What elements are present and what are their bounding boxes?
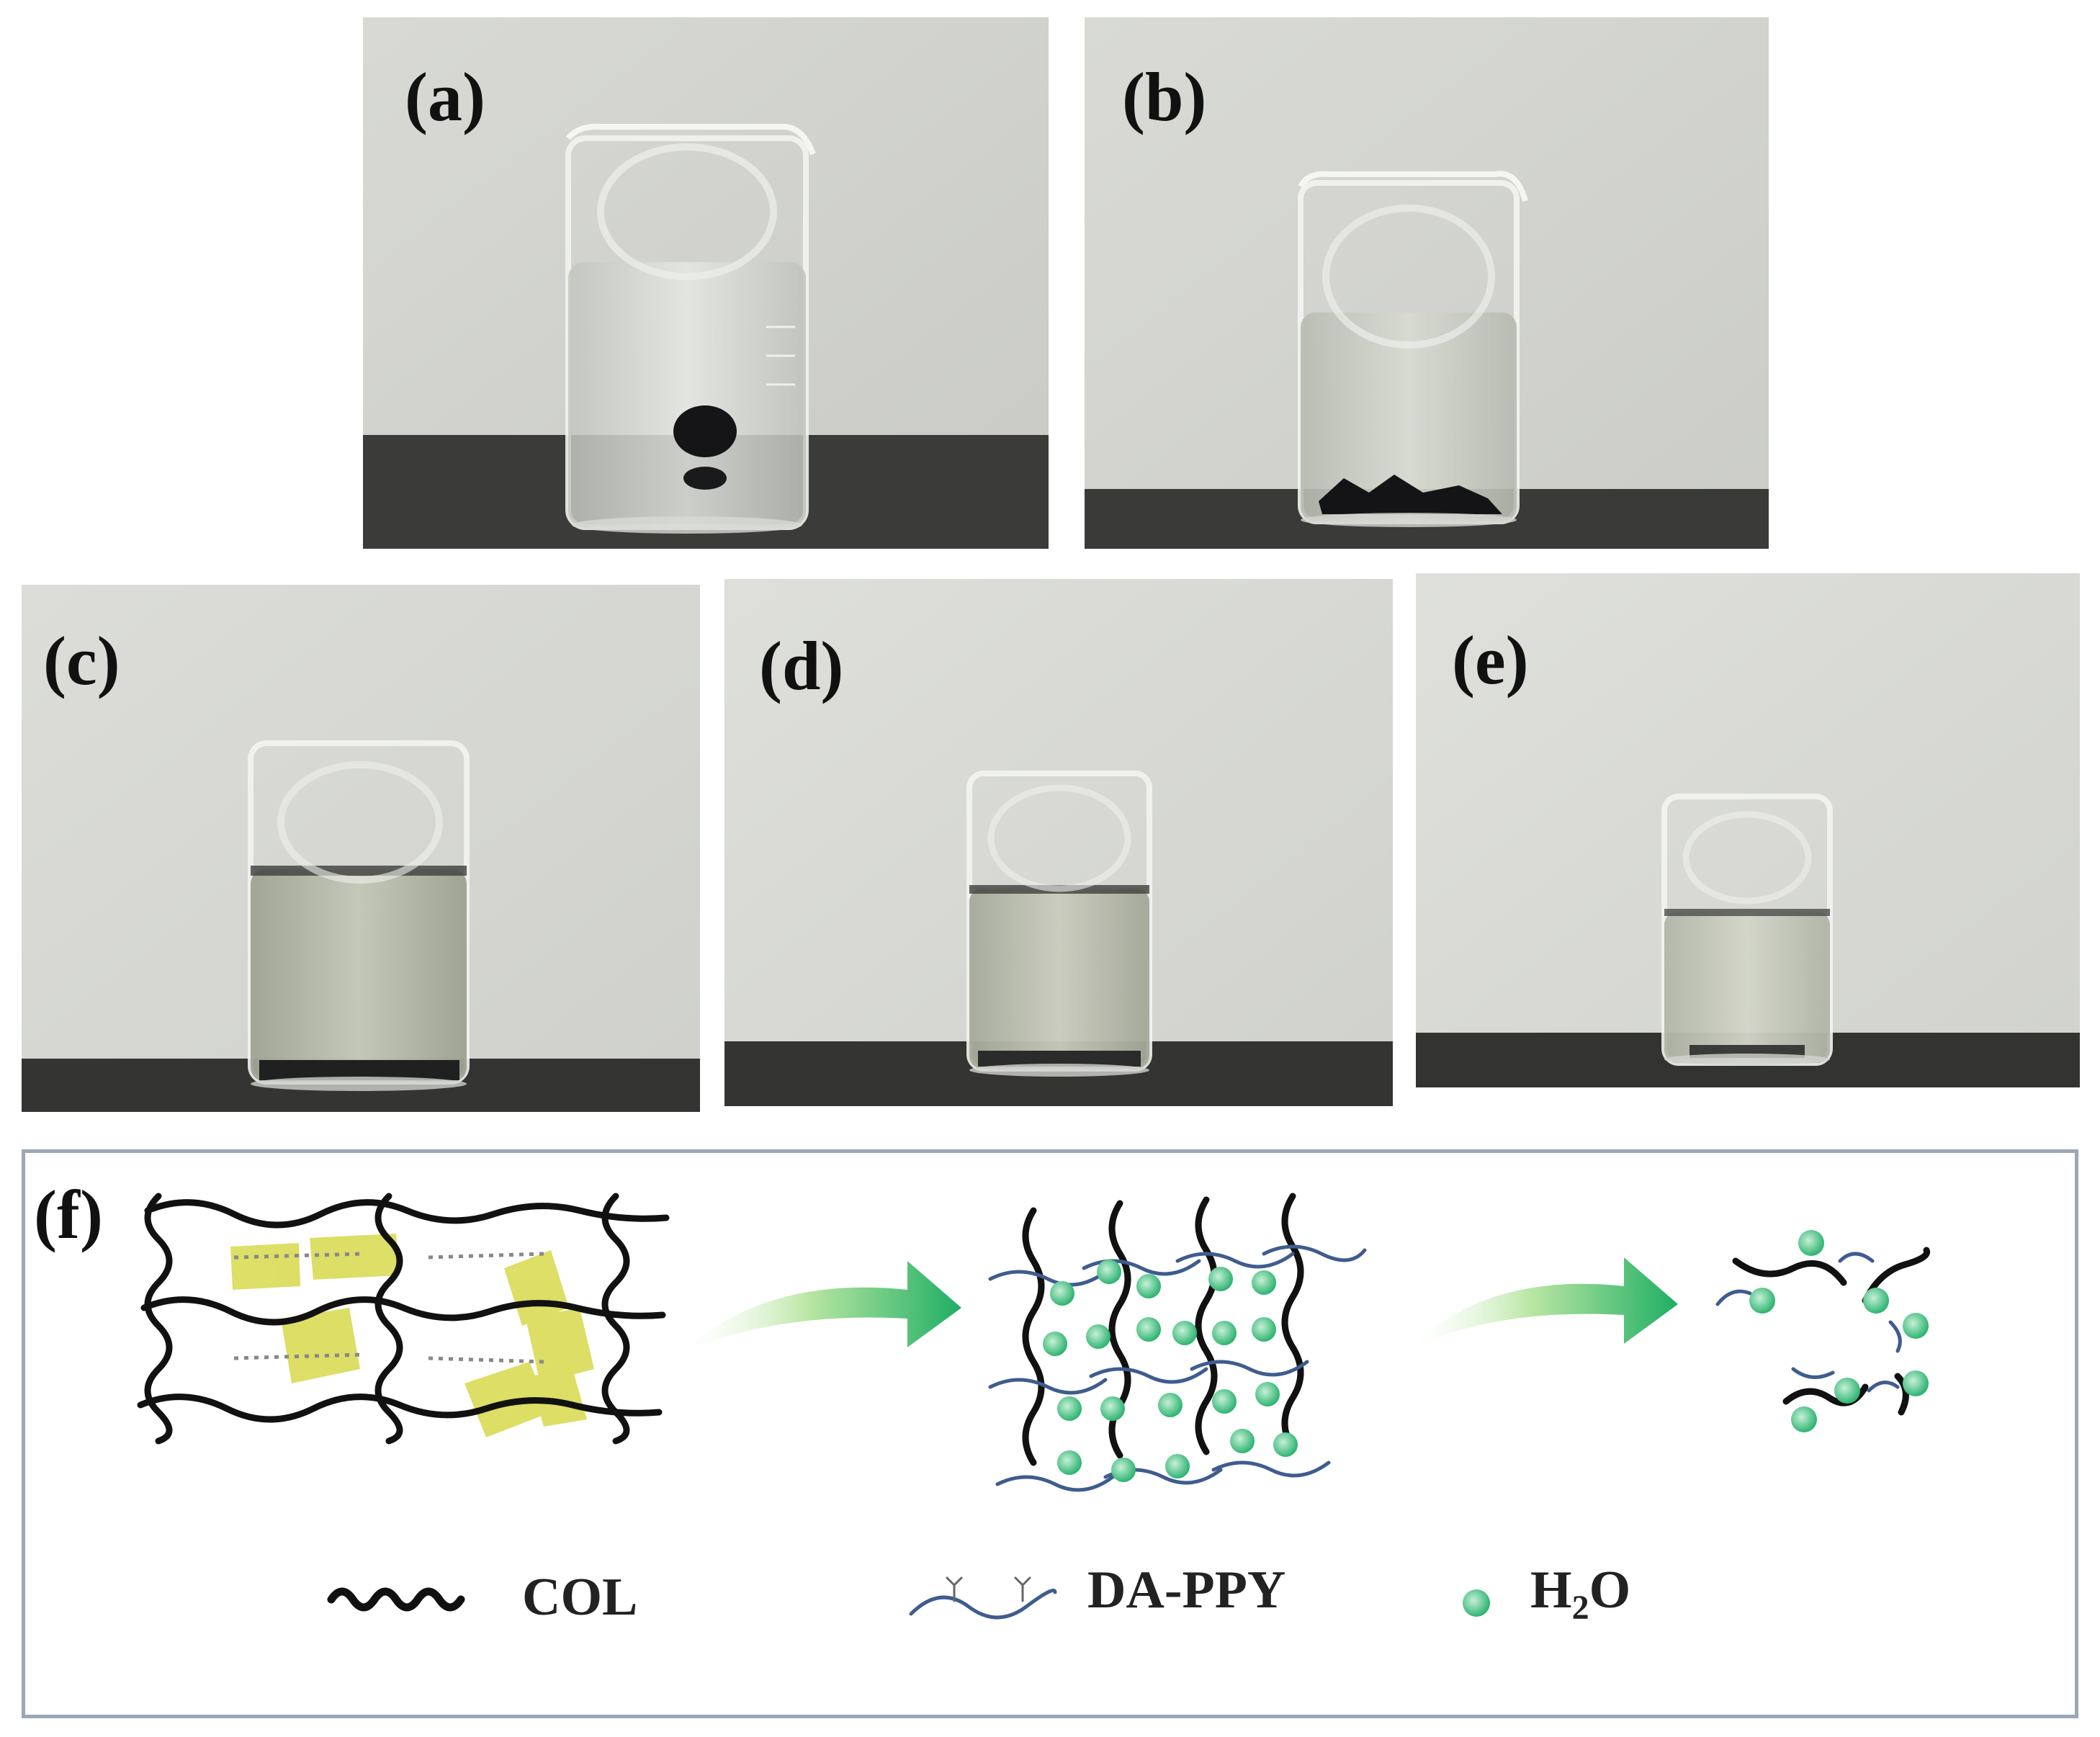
- beaker-photo-a: [363, 17, 1049, 549]
- legend-dappy-label: DA-PPY: [1087, 1561, 1286, 1620]
- photo-panel-d: (d): [724, 579, 1393, 1106]
- photo-panel-a: (a): [363, 17, 1049, 549]
- collagen-strands: [137, 1193, 670, 1445]
- panel-label-b: (b): [1122, 58, 1207, 135]
- legend-dappy-symbol: [909, 1576, 1057, 1620]
- collagen-network-initial: [137, 1193, 670, 1445]
- photo-panel-b: (b): [1085, 17, 1769, 549]
- dissolved-fragments: [1715, 1230, 1930, 1432]
- panel-label-d: (d): [759, 627, 844, 704]
- legend-col-label: COL: [522, 1568, 638, 1627]
- crosslink-dashes: [233, 1252, 544, 1364]
- process-arrow-1: [684, 1261, 961, 1351]
- beaker-photo-e: [1416, 573, 2080, 1087]
- legend-col-symbol: [327, 1587, 465, 1612]
- photo-panel-e: (e): [1416, 573, 2080, 1087]
- panel-label-e: (e): [1452, 621, 1529, 699]
- dappy-chains-swollen: [988, 1244, 1367, 1492]
- water-molecules-swollen: [1043, 1260, 1298, 1482]
- beaker-photo-c: [22, 585, 700, 1112]
- panel-label-f: (f): [34, 1176, 103, 1253]
- legend-water-symbol: [1463, 1589, 1490, 1617]
- beaker-photo-b: [1085, 17, 1769, 549]
- panel-label-c: (c): [43, 622, 120, 699]
- swollen-network: [988, 1193, 1367, 1492]
- panel-label-a: (a): [405, 58, 485, 135]
- dissolution-schematic: [137, 1193, 1930, 1620]
- schematic-panel-f: (f): [22, 1149, 2078, 1718]
- legend-water-label: H2O: [1530, 1561, 1631, 1627]
- photo-panel-c: (c): [22, 585, 700, 1112]
- process-arrow-2: [1412, 1257, 1678, 1347]
- beaker-photo-d: [724, 579, 1393, 1106]
